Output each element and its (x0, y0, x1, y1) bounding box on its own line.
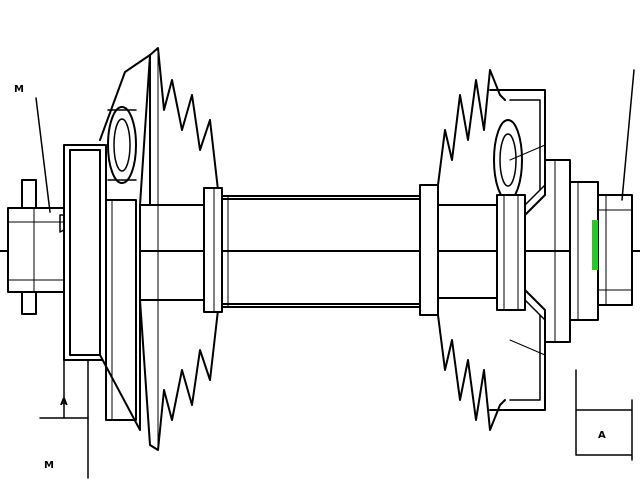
right-boot (419, 69, 506, 431)
right-tripod-joint (489, 89, 571, 411)
left-spline-stub (7, 179, 65, 315)
right-stub (569, 181, 633, 321)
left-boot (139, 47, 223, 451)
accent-mark (592, 220, 598, 270)
left-cv-joint (63, 54, 151, 431)
right-dimension-label: A (598, 430, 606, 441)
leader-top-right (621, 69, 635, 201)
dimension-left (39, 359, 89, 419)
top-left-callout-label: M (14, 84, 24, 95)
annotations (35, 69, 635, 479)
leader-top-left (35, 97, 51, 213)
dimension-right (575, 369, 633, 461)
left-dimension-label: A (60, 397, 68, 408)
central-shaft (221, 195, 433, 308)
bottom-left-callout-label: M (44, 460, 54, 471)
